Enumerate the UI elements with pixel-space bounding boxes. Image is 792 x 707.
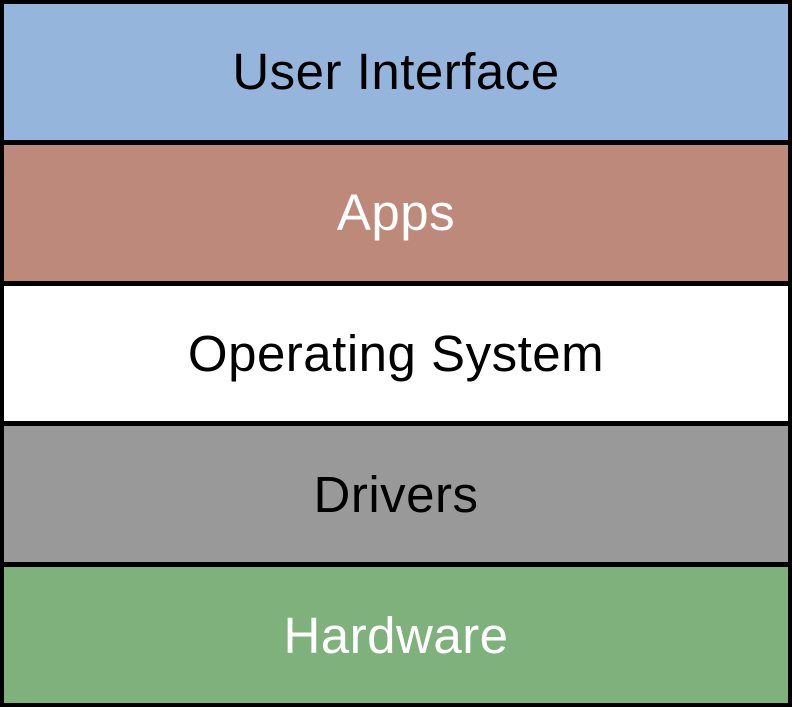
layer-label-hardware: Hardware [283,606,509,664]
layer-apps: Apps [4,144,788,281]
layer-label-operating-system: Operating System [187,324,605,382]
layer-label-user-interface: User Interface [232,43,560,101]
layer-operating-system: Operating System [4,285,788,422]
layer-drivers: Drivers [4,426,788,563]
layer-user-interface: User Interface [4,4,788,140]
layer-label-apps: Apps [336,184,456,242]
layer-hardware: Hardware [4,567,788,703]
layer-label-drivers: Drivers [313,465,479,523]
